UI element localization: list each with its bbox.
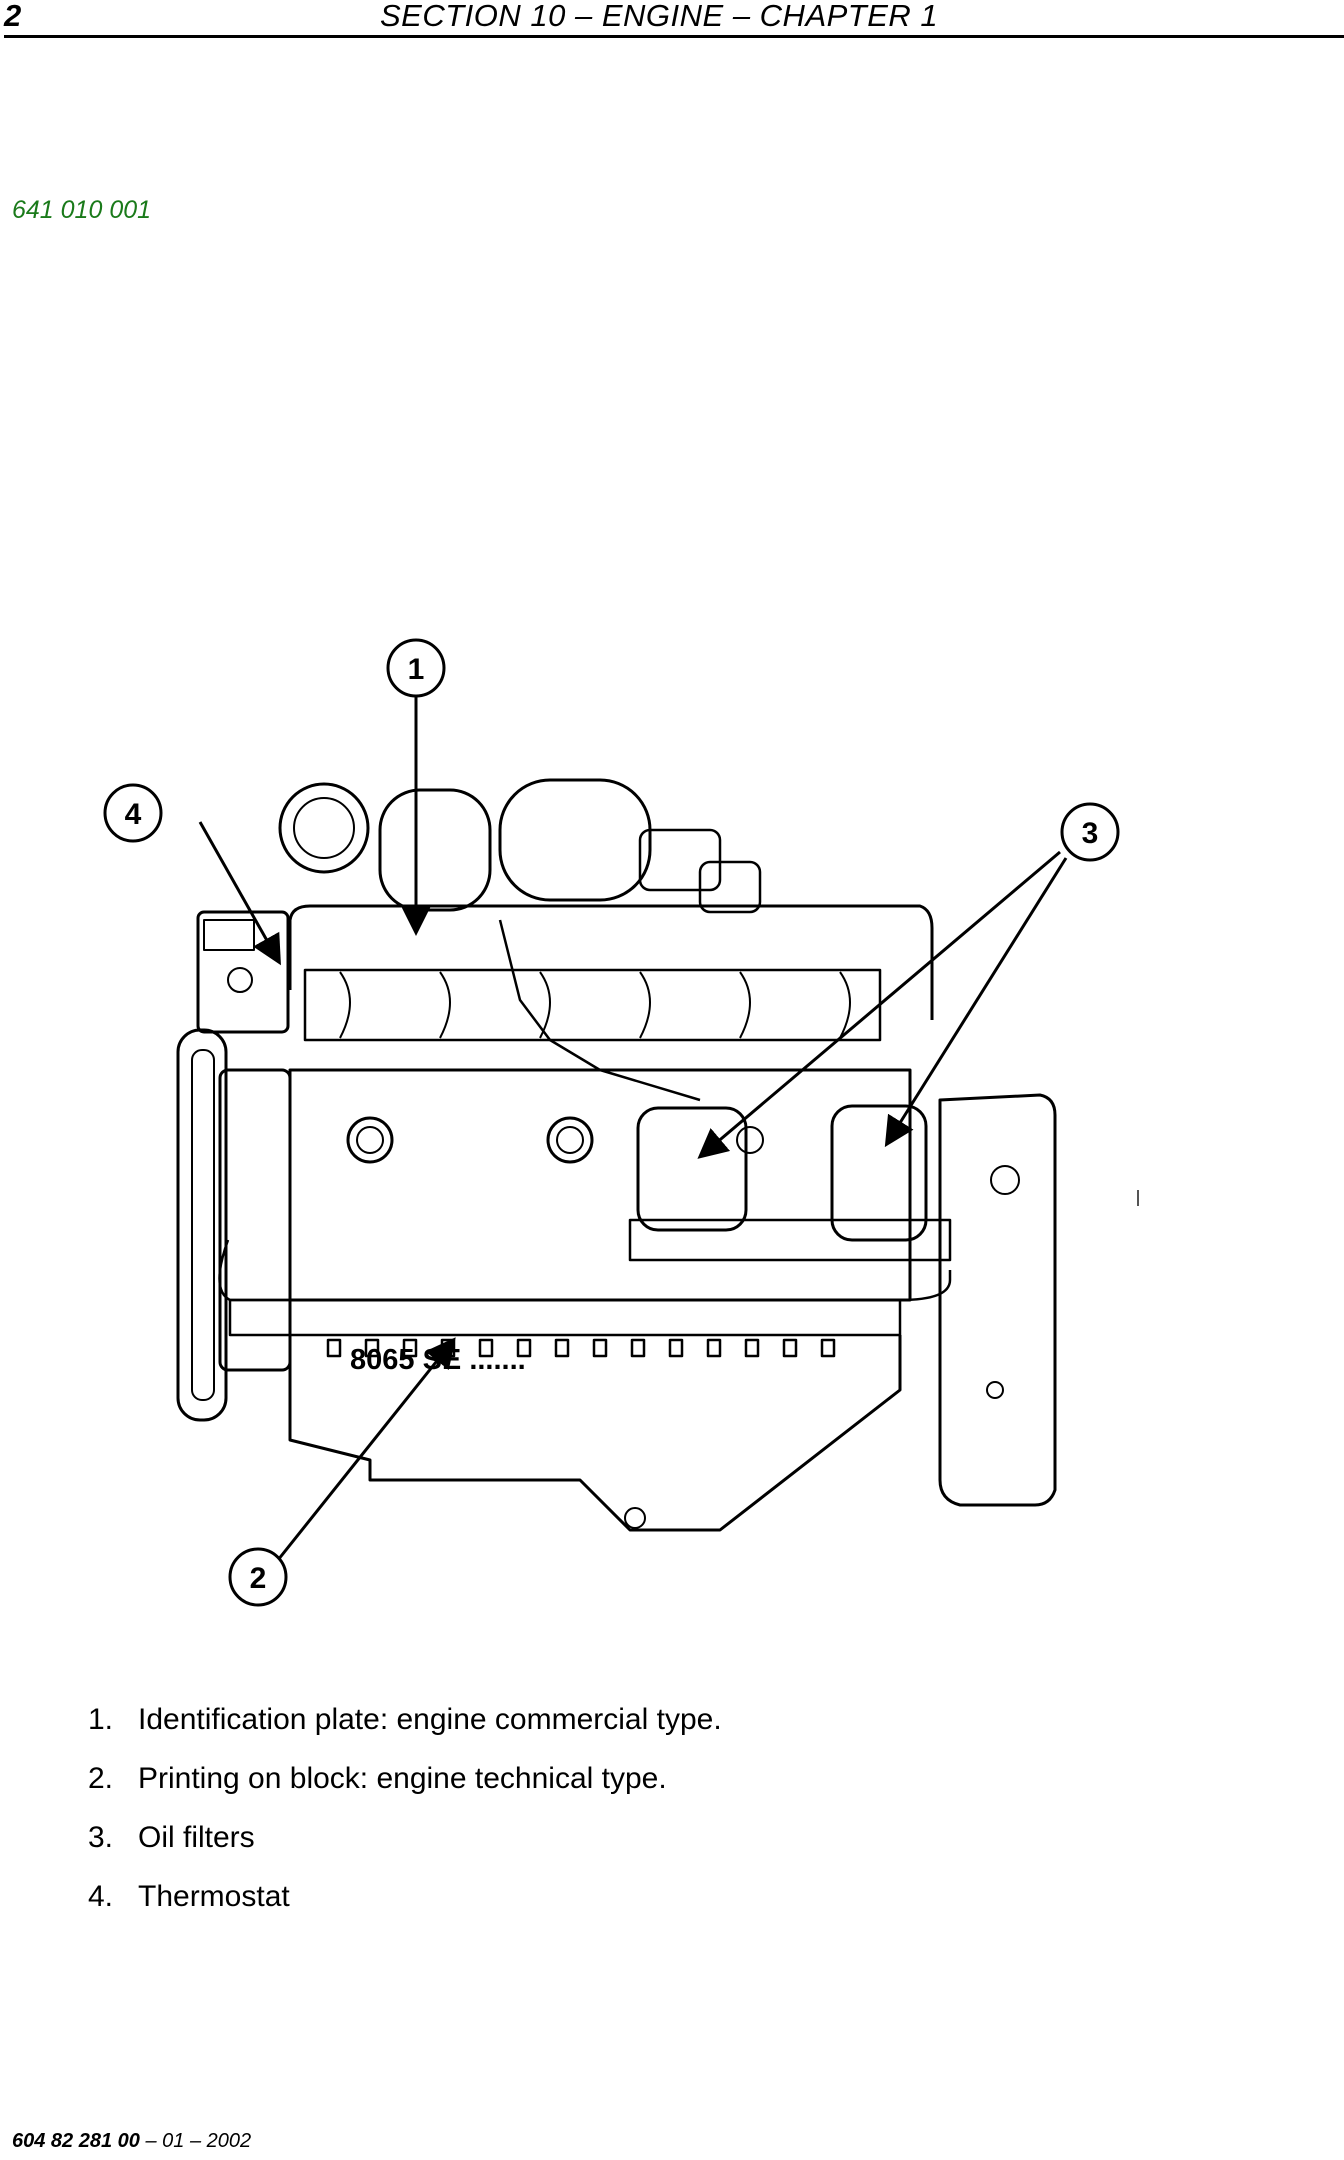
legend-text: Printing on block: engine technical type… xyxy=(138,1762,667,1795)
legend-number: 2. xyxy=(88,1762,114,1795)
callout-2-leader xyxy=(268,1337,456,1571)
engine-diagram: 8065 SE ....... 1 2 3 4 xyxy=(103,638,1120,1607)
legend-number: 4. xyxy=(88,1880,114,1913)
exhaust-manifold-shape xyxy=(303,968,882,1042)
header-rule xyxy=(4,35,1344,38)
callout-3-leader-a xyxy=(697,850,1061,1159)
callout-3: 3 xyxy=(1060,802,1120,862)
callout-4: 4 xyxy=(103,783,163,843)
cylinder-head-shape xyxy=(288,904,934,1020)
legend-text: Thermostat xyxy=(138,1880,290,1913)
legend-number: 3. xyxy=(88,1821,114,1854)
pulley-shape xyxy=(176,1028,228,1422)
legend-item: 3. Oil filters xyxy=(88,1818,722,1877)
callout-4-leader xyxy=(198,821,281,966)
engine-block-shape xyxy=(288,1068,912,1302)
legend-item: 1. Identification plate: engine commercia… xyxy=(88,1700,722,1759)
engine-drawing xyxy=(176,778,1057,1532)
oil-pan-shape xyxy=(288,1335,902,1532)
scan-mark xyxy=(1137,1190,1139,1206)
legend-item: 2. Printing on block: engine technical ty… xyxy=(88,1759,722,1818)
callout-3-leader-b xyxy=(884,857,1068,1148)
callout-2-label: 2 xyxy=(250,1562,267,1595)
figure-legend: 1. Identification plate: engine commercia… xyxy=(88,1700,722,1936)
turbo-right-shape xyxy=(498,778,652,902)
turbo-outlet-shape xyxy=(278,782,370,874)
oil-filter-front-shape xyxy=(636,1106,748,1232)
callout-2: 2 xyxy=(228,1547,288,1607)
engine-figure: 8065 SE ....... 1 2 3 4 xyxy=(80,600,1260,1620)
thermostat-housing-shape xyxy=(196,910,290,1034)
legend-number: 1. xyxy=(88,1703,114,1736)
callout-3-label: 3 xyxy=(1082,817,1099,850)
page-number: 2 xyxy=(4,0,22,33)
revision-date: – 01 – 2002 xyxy=(145,2130,252,2152)
section-title: SECTION 10 – ENGINE – CHAPTER 1 xyxy=(380,0,939,33)
callout-1: 1 xyxy=(386,638,446,698)
legend-text: Oil filters xyxy=(138,1821,255,1854)
flywheel-housing-shape xyxy=(938,1093,1057,1507)
oil-filter-rear-shape xyxy=(830,1104,928,1242)
doc-number: 604 82 281 00 xyxy=(12,2130,140,2152)
page-header: 2 SECTION 10 – ENGINE – CHAPTER 1 xyxy=(0,0,1344,38)
document-code: 604 82 281 00 – 01 – 2002 xyxy=(12,2130,251,2153)
callout-4-label: 4 xyxy=(125,798,142,831)
legend-text: Identification plate: engine commercial … xyxy=(138,1703,722,1736)
turbo-left-shape xyxy=(378,788,492,912)
lower-rail-shape xyxy=(228,1298,902,1337)
figure-reference: 641 010 001 xyxy=(12,196,152,224)
legend-item: 4. Thermostat xyxy=(88,1877,722,1936)
callout-1-label: 1 xyxy=(408,653,425,686)
